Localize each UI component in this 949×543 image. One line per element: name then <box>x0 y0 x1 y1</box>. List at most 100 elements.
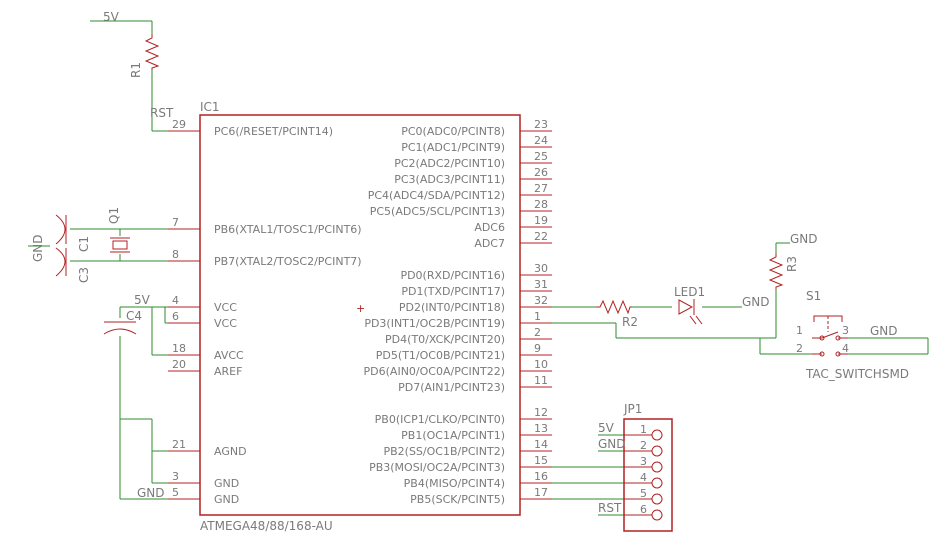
r1-designator: R1 <box>129 62 143 78</box>
jp1-pin-socket <box>651 429 663 441</box>
ic1-body <box>199 114 521 516</box>
net-label-jp-rst: RST <box>598 501 622 515</box>
s1-designator: S1 <box>806 289 821 303</box>
ic1-right-pin-number: 27 <box>534 182 548 195</box>
jp1-pin-number: 6 <box>640 503 647 516</box>
led1-designator: LED1 <box>674 285 705 299</box>
ic1-right-pin-name: PD2(INT0/PCINT18) <box>399 301 505 314</box>
c4-designator: C4 <box>126 309 142 323</box>
ic1-right-pin-number: 10 <box>534 358 548 371</box>
c1-capacitor <box>55 214 66 245</box>
ic1-left-pin-name: PB7(XTAL2/TOSC2/PCINT7) <box>214 255 362 268</box>
ic1-left-pin-name: AVCC <box>214 349 244 362</box>
net-label-gnd-left: GND <box>31 234 45 262</box>
jp1-pin-number: 1 <box>640 423 647 436</box>
net-label-5v-cap: 5V <box>134 293 151 307</box>
jp1-pin-number: 4 <box>640 471 647 484</box>
jp1-pin-socket <box>651 509 663 521</box>
ic1-right-pin-name: PC2(ADC2/PCINT10) <box>394 157 505 170</box>
ic1-left-pin-number: 6 <box>172 310 179 323</box>
ic1-right-pins: 23PC0(ADC0/PCINT8)24PC1(ADC1/PCINT9)25PC… <box>364 118 552 506</box>
net-label-jp-5v: 5V <box>598 421 615 435</box>
ic1-right-pin-number: 30 <box>534 262 548 275</box>
ic1-left-pin-number: 18 <box>172 342 186 355</box>
ic1-right-pin-name: PD4(T0/XCK/PCINT20) <box>385 333 505 346</box>
ic1-left-pin-number: 20 <box>172 358 186 371</box>
ic1-right-pin-number: 1 <box>534 310 541 323</box>
s1-pin-4: 4 <box>842 342 849 355</box>
led1-ray-2 <box>695 315 703 325</box>
c3-capacitor <box>55 247 66 277</box>
ic1-right-pin-name: PB2(SS/OC1B/PCINT2) <box>383 445 505 458</box>
ic1-value: ATMEGA48/88/168-AU <box>200 519 333 533</box>
r1-resistor <box>144 34 160 70</box>
ic1-right-pin-number: 24 <box>534 134 548 147</box>
c4-plate-bottom <box>103 328 137 335</box>
s1-pin-2: 2 <box>796 342 803 355</box>
c1-designator: C1 <box>77 236 91 252</box>
ic1-left-pin-name: AGND <box>214 445 247 458</box>
ic1-left-pin-name: PC6(/RESET/PCINT14) <box>214 125 333 138</box>
ic1-right-pin-number: 13 <box>534 422 548 435</box>
net-label-gnd-led: GND <box>742 295 770 309</box>
ic1-left-pin-name: AREF <box>214 365 242 378</box>
ic1-left-pin-number: 7 <box>172 216 179 229</box>
ic1-designator: IC1 <box>200 100 220 114</box>
ic1-left-pin-name: GND <box>214 493 239 506</box>
ic1-left-pin-number: 8 <box>172 248 179 261</box>
ic1-right-pin-name: PC3(ADC3/PCINT11) <box>394 173 505 186</box>
ic1-right-pin-number: 11 <box>534 374 548 387</box>
ic1-right-pin-name: PB1(OC1A/PCINT1) <box>401 429 505 442</box>
q1-crystal <box>112 240 128 250</box>
ic1-right-pin-name: PC5(ADC5/SCL/PCINT13) <box>370 205 505 218</box>
ic1-right-pin-name: PD3(INT1/OC2B/PCINT19) <box>364 317 505 330</box>
ic1-right-pin-number: 2 <box>534 326 541 339</box>
ic1-right-pin-number: 16 <box>534 470 548 483</box>
ic1-right-pin-name: PC4(ADC4/SDA/PCINT12) <box>368 189 505 202</box>
ic1-right-pin-number: 32 <box>534 294 548 307</box>
led1-diode <box>678 299 694 315</box>
jp1-pin-socket <box>651 461 663 473</box>
ic1-right-pin-name: PD5(T1/OC0B/PCINT21) <box>376 349 505 362</box>
ic1-right-pin-number: 28 <box>534 198 548 211</box>
net-label-gnd-switch: GND <box>870 324 898 338</box>
q1-designator: Q1 <box>107 207 121 224</box>
ic1-right-pin-name: ADC6 <box>474 221 505 234</box>
ic1-left-pin-number: 4 <box>172 294 179 307</box>
ic1-right-pin-number: 23 <box>534 118 548 131</box>
jp1-pin-socket <box>651 493 663 505</box>
ic1-right-pin-name: PB3(MOSI/OC2A/PCINT3) <box>369 461 505 474</box>
ic1-left-pin-name: VCC <box>214 317 237 330</box>
ic1-left-pin-name: VCC <box>214 301 237 314</box>
net-label-rst: RST <box>150 106 174 120</box>
ic1-left-pin-name: GND <box>214 477 239 490</box>
net-label-gnd-bottom: GND <box>137 486 165 500</box>
ic1-right-pin-name: PD7(AIN1/PCINT23) <box>398 381 505 394</box>
r3-resistor <box>768 253 784 289</box>
ic1-right-pin-name: PC1(ADC1/PCINT9) <box>401 141 505 154</box>
ic1-left-pin-number: 21 <box>172 438 186 451</box>
ic1-left-pin-name: PB6(XTAL1/TOSC1/PCINT6) <box>214 223 362 236</box>
jp1-pin-number: 5 <box>640 487 647 500</box>
net-label-jp-gnd: GND <box>598 437 626 451</box>
s1-value: TAC_SWITCHSMD <box>805 367 909 381</box>
ic1-right-pin-name: PD1(TXD/PCINT17) <box>401 285 505 298</box>
ic1-left-pins: 29PC6(/RESET/PCINT14)7PB6(XTAL1/TOSC1/PC… <box>168 118 362 506</box>
c3-designator: C3 <box>77 267 91 283</box>
ic1-right-pin-number: 19 <box>534 214 548 227</box>
jp1-pin-number: 3 <box>640 455 647 468</box>
ic1-right-pin-name: PD0(RXD/PCINT16) <box>400 269 505 282</box>
ic1-right-pin-number: 15 <box>534 454 548 467</box>
ic1-right-pin-name: PB4(MISO/PCINT4) <box>404 477 505 490</box>
s1-switch <box>812 315 848 357</box>
ic1-right-pin-name: PB0(ICP1/CLKO/PCINT0) <box>375 413 505 426</box>
ic1-right-pin-name: PB5(SCK/PCINT5) <box>410 493 505 506</box>
jp1-header <box>623 418 673 532</box>
ic1-right-pin-number: 26 <box>534 166 548 179</box>
ic1-right-pin-number: 12 <box>534 406 548 419</box>
ic1-right-pin-name: PD6(AIN0/OC0A/PCINT22) <box>364 365 505 378</box>
ic1-left-pin-number: 5 <box>172 486 179 499</box>
s1-pin-3: 3 <box>842 324 849 337</box>
